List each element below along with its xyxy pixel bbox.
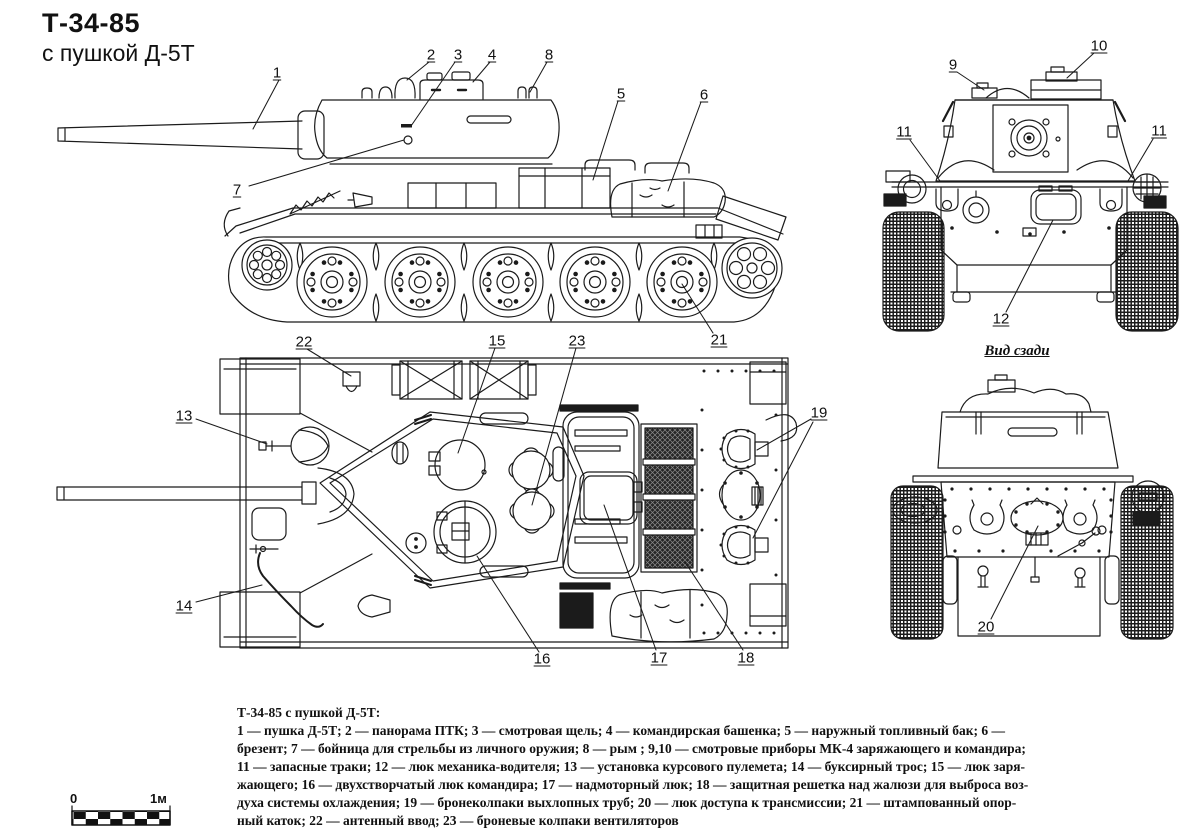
left-track-front: [882, 211, 945, 332]
callout-15: 15: [488, 332, 506, 350]
callout-16: 16: [533, 650, 551, 668]
scale-bar: [71, 805, 171, 826]
hull-side: [223, 159, 787, 241]
horn-plan: [357, 594, 391, 618]
callout-19: 19: [810, 404, 828, 422]
driver-hatch-plan: [251, 507, 287, 541]
external-fuel-tank: [518, 167, 611, 209]
legend-line: 1 — пушка Д-5Т; 2 — панорама ПТК; 3 — см…: [237, 723, 1005, 738]
loader-hatch: [434, 439, 486, 491]
mantlet-plate: [992, 104, 1069, 173]
rear-view: [890, 374, 1174, 640]
left-track-rear: [890, 485, 944, 640]
callout-22: 22: [295, 333, 313, 351]
running-gear-side: [227, 236, 783, 323]
callout-8: 8: [544, 46, 554, 64]
callout-23: 23: [568, 332, 586, 350]
gun-barrel-side: [57, 110, 325, 160]
drive-sprocket: [721, 237, 783, 299]
legend-line: 11 — запасные траки; 12 — люк механика-в…: [237, 759, 1026, 774]
callout-5: 5: [616, 85, 626, 103]
rear-deck: [700, 361, 798, 635]
callout-11-left: 11: [896, 123, 912, 141]
vision-slit: [401, 124, 412, 128]
antenna-input: [342, 371, 361, 393]
transmission-hatch: [1010, 497, 1064, 546]
callout-10: 10: [1090, 37, 1108, 55]
lifting-eye: [517, 86, 538, 99]
callout-17: 17: [650, 649, 668, 667]
turret-rear: [937, 411, 1119, 469]
pistol-port: [403, 135, 413, 145]
callout-1: 1: [272, 64, 282, 82]
driver-hatch-front: [1030, 185, 1082, 225]
legend: Т-34-85 с пушкой Д-5Т: 1 — пушка Д-5Т; 2…: [237, 704, 1028, 830]
callout-20: 20: [977, 618, 995, 636]
turret-front: [935, 99, 1136, 182]
rear-view-caption: Вид сзади: [984, 343, 1050, 359]
mud-flap-left-front: [219, 358, 301, 415]
front-view: [882, 66, 1179, 332]
ventilator-cap-2: [509, 488, 555, 534]
top-view: [56, 357, 798, 649]
idler-wheel: [241, 239, 293, 291]
tarpaulin-plan: [609, 588, 728, 643]
cable-loop: [765, 414, 798, 442]
turret-plan: [301, 411, 585, 589]
right-track-rear: [1120, 485, 1174, 640]
callout-12: 12: [992, 310, 1010, 328]
legend-heading: Т-34-85 с пушкой Д-5Т:: [237, 705, 381, 720]
mud-flap-left-rear: [219, 591, 301, 648]
rear-tow-hook-right: [1062, 499, 1098, 535]
callout-13: 13: [175, 407, 193, 425]
callout-21: 21: [710, 331, 728, 349]
side-view: [57, 71, 787, 323]
bow-mg-mount: [258, 426, 330, 466]
page-subtitle: с пушкой Д-5Т: [42, 40, 195, 66]
radiator-grille: [640, 423, 698, 573]
leader-lines: [195, 52, 1154, 653]
spare-track-panels: [391, 360, 537, 400]
scale-zero-label: 0: [70, 791, 78, 806]
legend-line: ный каток; 22 — антенный ввод; 23 — брон…: [237, 813, 679, 828]
rear-tow-hook-left: [969, 499, 1005, 535]
headlight: [897, 174, 927, 204]
commander-hatch: [433, 500, 497, 564]
stowage-roll: [892, 496, 938, 524]
commander-cupola: [419, 79, 484, 100]
callout-7: 7: [232, 181, 242, 199]
callout-3: 3: [453, 46, 463, 64]
legend-line: духа системы охлаждения; 19 — бронеколпа…: [237, 795, 1017, 810]
turret-side: [314, 71, 560, 165]
signal-horn: [962, 196, 990, 224]
callout-6: 6: [699, 86, 709, 104]
callout-9: 9: [948, 56, 958, 74]
callout-4: 4: [487, 46, 497, 64]
gun-barrel-plan: [56, 486, 303, 501]
callout-11-right: 11: [1151, 122, 1167, 140]
tow-cable: [257, 552, 324, 628]
engine-deck: [562, 411, 643, 579]
hull-plan: [239, 357, 789, 649]
callout-14: 14: [175, 597, 193, 615]
right-track-front: [1115, 211, 1179, 332]
callout-2: 2: [426, 46, 436, 64]
tow-hook-right: [1099, 188, 1123, 212]
legend-line: брезент; 7 — бойница для стрельбы из лич…: [237, 741, 1026, 756]
scale-one-meter-label: 1м: [150, 791, 167, 806]
page-title: Т-34-85: [42, 8, 141, 38]
tow-hook-left: [935, 188, 959, 212]
tarpaulin: [610, 178, 726, 218]
ventilator-cap-1: [508, 447, 554, 493]
legend-line: жающего; 16 — двухстворчатый люк команди…: [237, 777, 1029, 792]
callout-18: 18: [737, 649, 755, 667]
ptk-panorama: [394, 77, 416, 99]
